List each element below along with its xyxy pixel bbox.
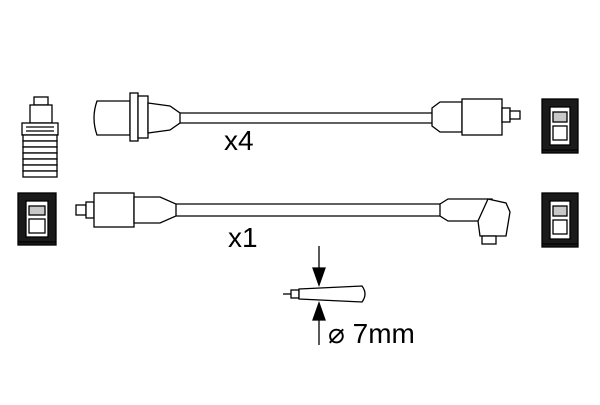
boot-connector-left-icon <box>17 192 57 246</box>
ignition-cable-top <box>93 92 521 142</box>
diameter-arrows-icon <box>312 246 326 345</box>
boot-connector-bottom-right-icon <box>541 192 579 248</box>
diameter-label: ⌀ 7mm <box>328 318 415 349</box>
cable-cross-section-icon <box>283 285 366 303</box>
quantity-label-x1: x1 <box>228 222 258 253</box>
quantity-label-x4: x4 <box>224 125 254 156</box>
spark-plug-icon <box>21 96 59 178</box>
ignition-cable-bottom <box>75 192 511 245</box>
boot-connector-top-right-icon <box>541 98 579 154</box>
